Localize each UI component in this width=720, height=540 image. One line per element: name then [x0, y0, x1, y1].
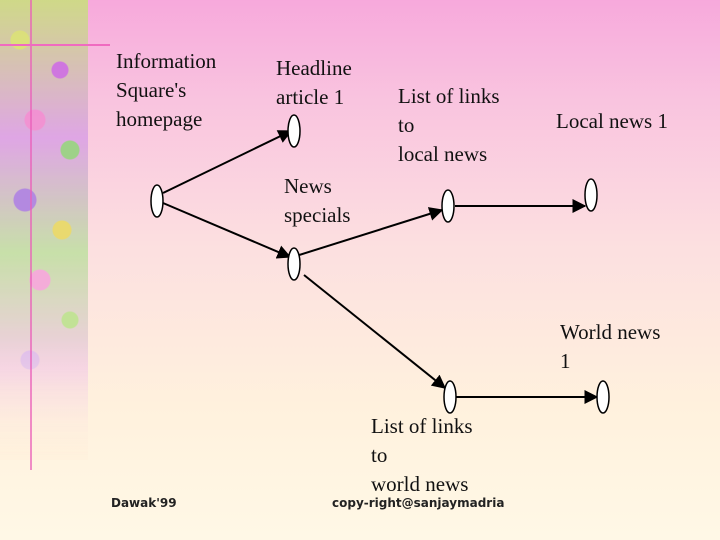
node-world-news [597, 381, 609, 413]
node-headline-article [288, 115, 300, 147]
edge-homepage-to-news-specials [163, 203, 290, 257]
label-headline-article: Headline article 1 [276, 54, 352, 112]
label-information-square: Information Square's homepage [116, 47, 216, 134]
node-news-specials [288, 248, 300, 280]
label-world-news: World news 1 [560, 318, 660, 376]
node-world-links [444, 381, 456, 413]
node-homepage [151, 185, 163, 217]
label-list-world: List of links to world news [371, 412, 473, 499]
edge-news-specials-to-world-list [304, 275, 445, 388]
label-list-local: List of links to local news [398, 82, 500, 169]
node-local-news [585, 179, 597, 211]
node-local-links [442, 190, 454, 222]
edge-homepage-to-headline [163, 131, 291, 193]
label-news-specials: News specials [284, 172, 350, 230]
footer-center: copy-right@sanjaymadria [332, 496, 504, 510]
footer-left: Dawak'99 [111, 496, 177, 510]
label-local-news: Local news 1 [556, 107, 668, 136]
